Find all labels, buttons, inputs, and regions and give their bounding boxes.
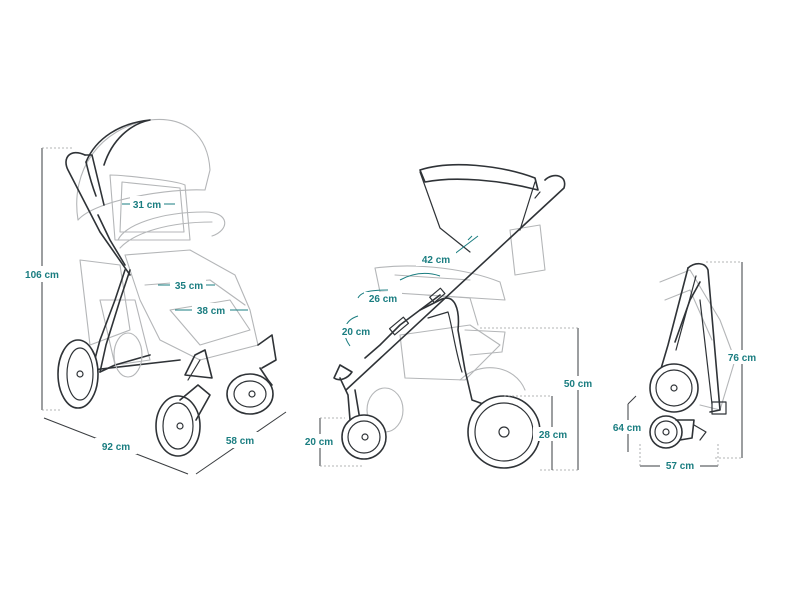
folded-depth-64-label: 64 cm <box>613 423 641 434</box>
rear-wheel-28-label: 28 cm <box>539 430 567 441</box>
footrest-38-label: 38 cm <box>197 306 225 317</box>
front-view-stroller <box>57 118 277 457</box>
seat-depth-35-label: 35 cm <box>175 281 203 292</box>
width-58-label: 58 cm <box>226 436 254 447</box>
height-106-label: 106 cm <box>25 270 59 281</box>
folded-length-57-label: 57 cm <box>666 461 694 472</box>
depth-92-label: 92 cm <box>102 442 130 453</box>
front-wheel-20-label: 20 cm <box>305 437 333 448</box>
seat-height-50-label: 50 cm <box>564 379 592 390</box>
front-view-dimensions: 106 cm 92 cm 58 cm 31 cm 35 cm 38 cm <box>20 147 287 475</box>
folded-view-dimensions: 76 cm 64 cm 57 cm <box>607 261 762 472</box>
side-view-dimensions: 42 cm 26 cm 20 cm 20 cm 50 cm 28 cm <box>300 235 598 471</box>
folded-height-76-label: 76 cm <box>728 353 756 364</box>
seat-26-label: 26 cm <box>369 294 397 305</box>
side-view-stroller <box>333 163 566 469</box>
folded-view-stroller <box>649 262 736 449</box>
backrest-42-label: 42 cm <box>422 255 450 266</box>
legrest-20-label: 20 cm <box>342 327 370 338</box>
seat-width-31-label: 31 cm <box>133 200 161 211</box>
